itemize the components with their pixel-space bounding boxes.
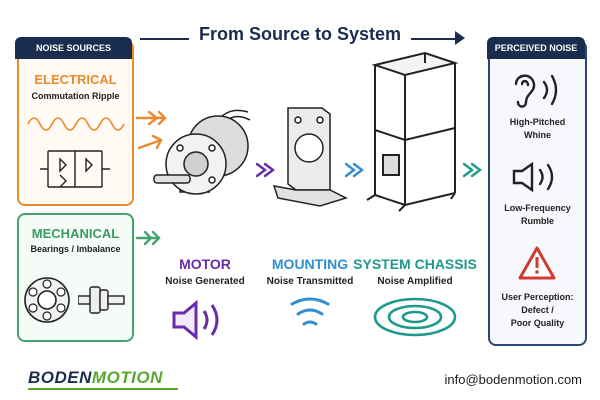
stage-motor-sublabel: Noise Generated <box>165 276 245 287</box>
mechanical-sublabel: Bearings / Imbalance <box>30 244 121 254</box>
header-arrow <box>455 31 465 45</box>
speaker-icon <box>172 299 219 341</box>
warning-icon <box>518 246 556 280</box>
mechanical-source-panel <box>17 213 134 342</box>
mechanical-label: MECHANICAL <box>31 226 120 241</box>
chassis-arrow <box>462 162 482 178</box>
perceived-noise-panel <box>488 40 587 346</box>
stage-chassis-sublabel: Noise Amplified <box>377 276 453 287</box>
perceived-item-2-line2: Rumble <box>520 216 554 226</box>
electrical-label: ELECTRICAL <box>34 72 117 87</box>
ripple-icon <box>373 297 457 337</box>
sound-wave-icon <box>290 297 330 326</box>
chassis-frame-icon <box>366 51 459 212</box>
perceived-noise-header: PERCEIVED NOISE <box>487 37 585 59</box>
bridge-circuit-icon <box>40 150 110 188</box>
bearing-icon <box>24 277 70 323</box>
ear-icon <box>514 74 558 108</box>
motor-arrow <box>255 162 275 178</box>
sine-wave-icon <box>27 117 125 131</box>
mounting-arrow <box>344 162 364 178</box>
perceived-item-3-line1: User Perception: <box>501 292 574 302</box>
stage-mounting-sublabel: Noise Transmitted <box>266 276 354 287</box>
brand-logo-left: BODEN <box>28 368 92 387</box>
page-title-text: From Source to System <box>188 24 412 44</box>
contact-email[interactable]: info@bodenmotion.com <box>444 372 583 387</box>
brand-logo: BODENMOTION <box>28 368 163 388</box>
brand-logo-right: MOTION <box>91 368 163 387</box>
mounting-bracket-icon <box>272 107 349 207</box>
brand-logo-underline <box>28 388 178 390</box>
stage-chassis-label: SYSTEM CHASSIS <box>353 256 477 272</box>
perceived-item-2-line1: Low-Frequency <box>504 203 571 213</box>
dc-motor-icon <box>153 109 251 195</box>
perceived-item-3-line3: Poor Quality <box>510 318 565 328</box>
speaker-icon-small <box>512 161 554 193</box>
electrical-arrows <box>135 110 167 150</box>
stage-motor-label: MOTOR <box>179 256 231 272</box>
perceived-item-3-line2: Defect / <box>521 305 554 315</box>
electrical-sublabel: Commutation Ripple <box>31 91 120 101</box>
perceived-item-1-line1: High-Pitched <box>509 117 566 127</box>
perceived-item-1-line2: Whine <box>524 130 551 140</box>
mechanical-arrow <box>135 230 161 246</box>
page-title: From Source to System <box>0 24 600 45</box>
stage-mounting-label: MOUNTING <box>271 256 349 272</box>
noise-sources-header: NOISE SOURCES <box>15 37 132 59</box>
shaft-coupling-icon <box>78 286 125 314</box>
